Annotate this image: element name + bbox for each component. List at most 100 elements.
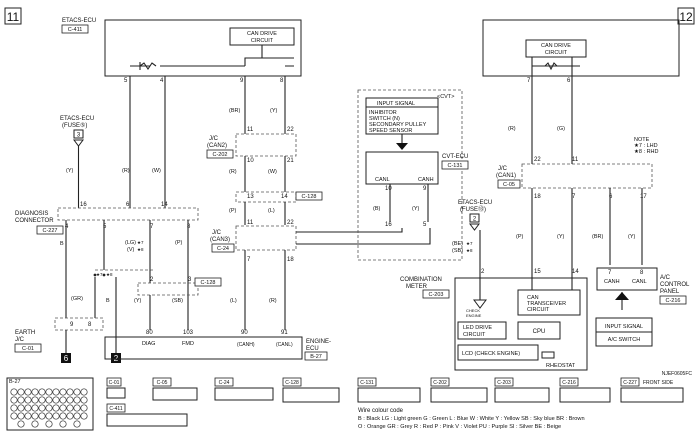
svg-text:(CAN1): (CAN1) — [496, 173, 516, 179]
svg-text:CPU: CPU — [533, 329, 546, 335]
svg-text:8: 8 — [187, 224, 191, 230]
svg-text:C-01: C-01 — [109, 380, 120, 386]
svg-text:METER: METER — [406, 284, 428, 290]
svg-text:(W): (W) — [268, 169, 277, 175]
ac-control-panel: 7 8 CANH CANL A/C CONTROL PANEL C-216 IN… — [595, 267, 690, 347]
svg-text:J/C: J/C — [212, 230, 222, 236]
etacs-ecu-right: CAN DRIVE CIRCUIT 7 6 (R) (G) — [482, 19, 680, 132]
diagnosis-connector: DIAGNOSIS CONNECTOR C-227 16 6 14 4 5 7 … — [15, 202, 199, 235]
footer-code: NJEF0605FC — [662, 371, 693, 377]
svg-text:(CANH): (CANH) — [237, 342, 255, 348]
svg-text:7: 7 — [527, 78, 531, 84]
svg-text:CIRCUIT: CIRCUIT — [251, 38, 274, 44]
svg-text:3: 3 — [188, 277, 192, 283]
svg-text:17: 17 — [640, 194, 647, 200]
svg-text:SWITCH (N): SWITCH (N) — [369, 116, 400, 122]
wires-top-left: 5 4 9 8 (R) (W) (BR) (Y) — [122, 76, 286, 208]
svg-text:(P): (P) — [229, 208, 237, 214]
svg-text:RHEOSTAT: RHEOSTAT — [546, 363, 576, 369]
svg-text:(CAN3): (CAN3) — [210, 237, 230, 243]
svg-text:3: 3 — [77, 133, 81, 139]
etacs-fuse-left: ETACS-ECU (FUSE⑤) 3 (Y) — [60, 116, 94, 208]
svg-text:10: 10 — [247, 158, 254, 164]
svg-text:FMD: FMD — [182, 341, 194, 347]
svg-text:12: 12 — [679, 10, 693, 24]
svg-text:C-227: C-227 — [623, 380, 637, 386]
svg-text:(GR): (GR) — [71, 296, 83, 302]
engine-ecu: 80 103 90 91 DIAG FMD (CANH) (CANL) ENGI… — [104, 330, 331, 361]
svg-text:(B): (B) — [373, 206, 381, 212]
svg-text:(V): (V) — [127, 247, 135, 253]
svg-text:CAN DRIVE: CAN DRIVE — [541, 43, 571, 49]
svg-text:NOTE: NOTE — [634, 137, 650, 143]
svg-text:B: B — [106, 298, 110, 304]
svg-text:C-203: C-203 — [497, 380, 511, 386]
svg-text:91: 91 — [281, 330, 288, 336]
svg-text:C-131: C-131 — [360, 380, 374, 386]
svg-text:7: 7 — [608, 270, 612, 276]
svg-text:4: 4 — [160, 78, 164, 84]
svg-text:7: 7 — [247, 257, 251, 263]
svg-text:★7 : LHD: ★7 : LHD — [634, 142, 658, 149]
svg-text:2: 2 — [481, 269, 485, 275]
svg-text:CANH: CANH — [418, 177, 434, 183]
svg-text:ENGINE-: ENGINE- — [306, 339, 331, 345]
svg-text:CANL: CANL — [375, 177, 390, 183]
svg-text:C-411: C-411 — [68, 27, 83, 33]
etacs-fuse-right: ETACS-ECU (FUSE⑬) 2 (BE) (SB) ★7 ★8 — [452, 200, 492, 265]
svg-text:16: 16 — [80, 202, 87, 208]
svg-text:C-202: C-202 — [213, 152, 228, 158]
svg-text:COMBINATION: COMBINATION — [400, 277, 442, 283]
svg-text:C-203: C-203 — [429, 292, 444, 298]
svg-text:★8: ★8 — [106, 272, 113, 277]
svg-text:21: 21 — [287, 158, 294, 164]
svg-text:4: 4 — [65, 224, 69, 230]
svg-text:C-24: C-24 — [219, 380, 230, 386]
svg-text:2: 2 — [473, 217, 477, 223]
svg-text:J/C: J/C — [15, 337, 25, 343]
svg-text:8: 8 — [280, 78, 284, 84]
svg-text:8: 8 — [640, 270, 644, 276]
svg-text:CANH: CANH — [604, 279, 620, 285]
b27-pin-grid — [10, 388, 88, 428]
svg-text:(SB): (SB) — [452, 248, 463, 254]
svg-text:J/C: J/C — [209, 136, 219, 142]
svg-text:22: 22 — [534, 157, 541, 163]
svg-text:A/C SWITCH: A/C SWITCH — [608, 337, 640, 343]
svg-text:ETACS-ECU: ETACS-ECU — [62, 18, 96, 24]
combination-meter: COMBINATION METER C-203 2 15 14 CAN TRAN… — [400, 265, 588, 371]
svg-text:6: 6 — [126, 202, 130, 208]
svg-text:10: 10 — [385, 186, 392, 192]
svg-text:CIRCUIT: CIRCUIT — [545, 50, 568, 56]
svg-text:(Y): (Y) — [557, 234, 565, 240]
svg-text:B : Black LG : Light green: B : Black LG : Light green G : Green L :… — [358, 416, 585, 422]
svg-text:O : Orange GR : Grey R : R: O : Orange GR : Grey R : Red P : Pink V … — [358, 424, 561, 430]
svg-text:11: 11 — [247, 127, 254, 133]
svg-text:SPEED SENSOR: SPEED SENSOR — [369, 128, 412, 134]
svg-text:ETACS-ECU: ETACS-ECU — [60, 116, 94, 122]
svg-text:INPUT SIGNAL: INPUT SIGNAL — [605, 324, 643, 330]
svg-text:(Y): (Y) — [66, 168, 74, 174]
svg-text:CONNECTOR: CONNECTOR — [15, 218, 54, 224]
svg-text:C-227: C-227 — [43, 228, 58, 234]
svg-text:14: 14 — [572, 269, 579, 275]
svg-text:B-27: B-27 — [9, 379, 21, 385]
svg-text:EARTH: EARTH — [15, 330, 35, 336]
svg-text:14: 14 — [281, 194, 288, 200]
svg-text:CANL: CANL — [632, 279, 647, 285]
svg-text:103: 103 — [183, 330, 194, 336]
svg-text:SECONDARY PULLEY: SECONDARY PULLEY — [369, 122, 427, 128]
svg-text:C-128: C-128 — [302, 194, 317, 200]
svg-text:5: 5 — [124, 78, 128, 84]
svg-text:5: 5 — [423, 222, 427, 228]
svg-text:9: 9 — [423, 186, 427, 192]
svg-text:(LG): (LG) — [125, 240, 136, 246]
jc-can2: J/C (CAN2) C-202 11 22 10 21 (R) (W) 13 … — [206, 125, 323, 225]
svg-text:7: 7 — [150, 224, 154, 230]
svg-text:ENGINE: ENGINE — [466, 313, 482, 318]
svg-text:(FUSE⑤): (FUSE⑤) — [62, 122, 87, 129]
svg-text:★7: ★7 — [96, 272, 103, 277]
svg-text:5: 5 — [103, 224, 107, 230]
earth-jc: 9 8 EARTH J/C C-01 6 2 — [14, 317, 121, 363]
